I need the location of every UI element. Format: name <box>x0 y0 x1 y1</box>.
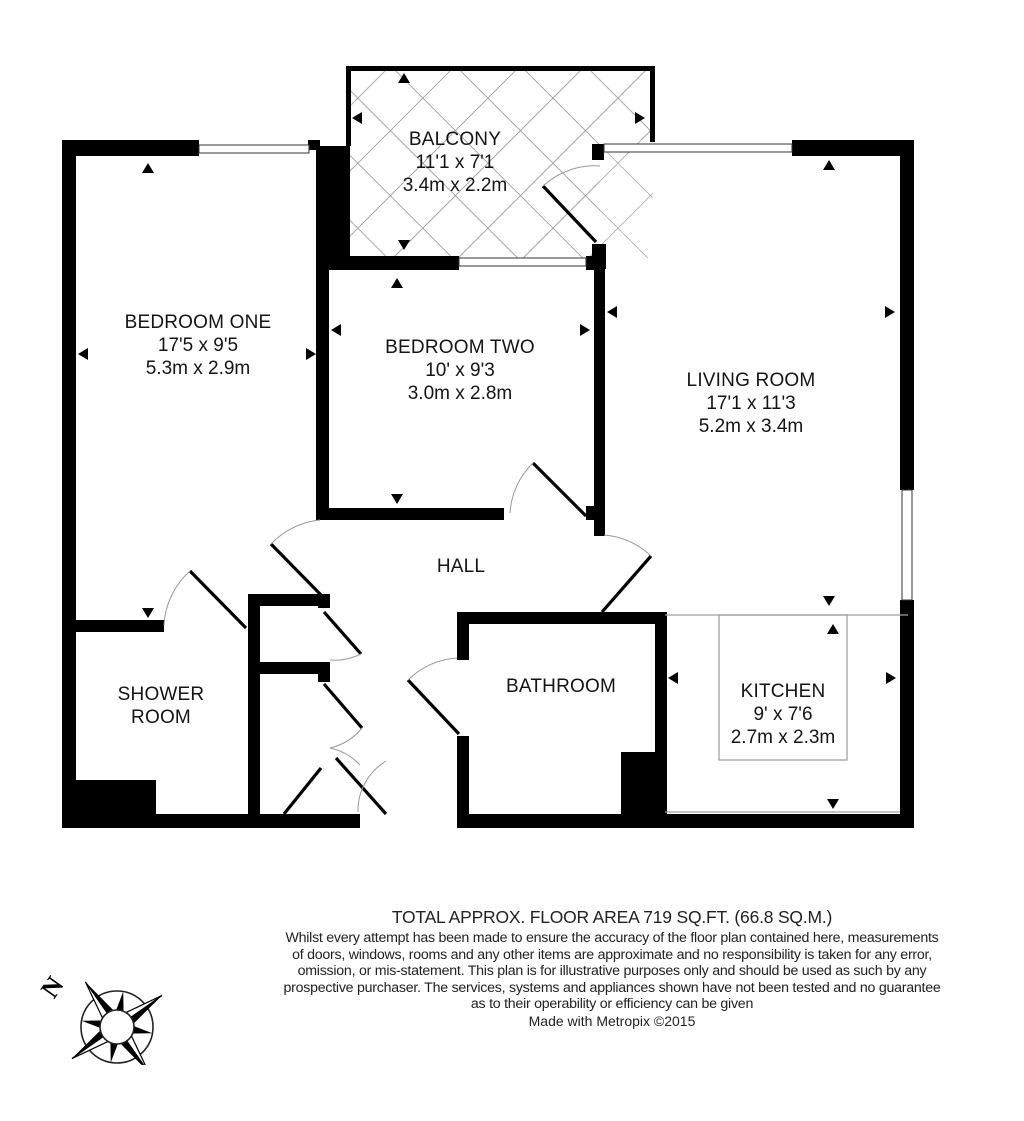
plan-footer: TOTAL APPROX. FLOOR AREA 719 SQ.FT. (66.… <box>200 906 1024 1030</box>
room-label-bathroom: BATHROOM <box>506 675 616 698</box>
disclaimer-line: omission, or mis-statement. This plan is… <box>297 963 927 980</box>
room-size-metric: 3.0m x 2.8m <box>407 383 513 404</box>
north-label: N <box>35 971 70 1003</box>
disclaimer-line: of doors, windows, rooms and any other i… <box>292 946 932 963</box>
windows <box>198 143 913 601</box>
disclaimer-line: Whilst every attempt has been made to en… <box>285 930 939 946</box>
disclaimer-line: prospective purchaser. The services, sys… <box>283 979 941 996</box>
disclaimer-line: as to their operability or efficiency ca… <box>470 996 754 1013</box>
room-name: LIVING ROOM <box>686 370 816 391</box>
balcony-area <box>349 70 653 258</box>
disclaimer: Whilst every attempt has been made to en… <box>200 930 1024 1013</box>
room-name: BALCONY <box>408 129 502 150</box>
room-size-imperial: 10' x 9'3 <box>425 360 495 381</box>
room-label-living-room: LIVING ROOM 17'1 x 11'3 5.2m x 3.4m <box>687 369 816 438</box>
room-name: BATHROOM <box>506 676 616 697</box>
room-size-imperial: 17'1 x 11'3 <box>706 393 796 414</box>
room-label-bedroom-two: BEDROOM TWO 10' x 9'3 3.0m x 2.8m <box>385 336 535 405</box>
room-label-bedroom-one: BEDROOM ONE 17'5 x 9'5 5.3m x 2.9m <box>125 311 272 380</box>
room-name-line1: SHOWER <box>117 684 205 705</box>
room-size-imperial: 9' x 7'6 <box>753 704 813 725</box>
room-size-metric: 3.4m x 2.2m <box>402 175 508 196</box>
credit: Made with Metropix ©2015 <box>528 1012 696 1029</box>
walls <box>62 66 914 828</box>
room-name: BEDROOM ONE <box>124 312 272 333</box>
room-label-shower-room: SHOWER ROOM <box>118 683 205 729</box>
room-label-hall: HALL <box>437 555 485 578</box>
room-size-metric: 5.3m x 2.9m <box>145 358 251 379</box>
room-size-imperial: 17'5 x 9'5 <box>157 335 239 356</box>
room-name: BEDROOM TWO <box>385 337 535 358</box>
room-size-metric: 5.2m x 3.4m <box>698 416 804 437</box>
kitchen-units <box>665 614 908 813</box>
room-label-kitchen: KITCHEN 9' x 7'6 2.7m x 2.3m <box>731 680 836 749</box>
compass-rose-icon: N <box>35 971 163 1065</box>
room-name: KITCHEN <box>740 681 826 702</box>
room-label-balcony: BALCONY 11'1 x 7'1 3.4m x 2.2m <box>403 128 508 197</box>
room-size-metric: 2.7m x 2.3m <box>730 727 836 748</box>
room-size-imperial: 11'1 x 7'1 <box>415 152 495 173</box>
room-name-line2: ROOM <box>131 707 191 728</box>
total-floor-area: TOTAL APPROX. FLOOR AREA 719 SQ.FT. (66.… <box>391 907 833 927</box>
measurement-arrows <box>78 73 896 809</box>
room-name: HALL <box>436 556 486 577</box>
doors <box>163 165 653 816</box>
floor-plan <box>62 66 914 828</box>
